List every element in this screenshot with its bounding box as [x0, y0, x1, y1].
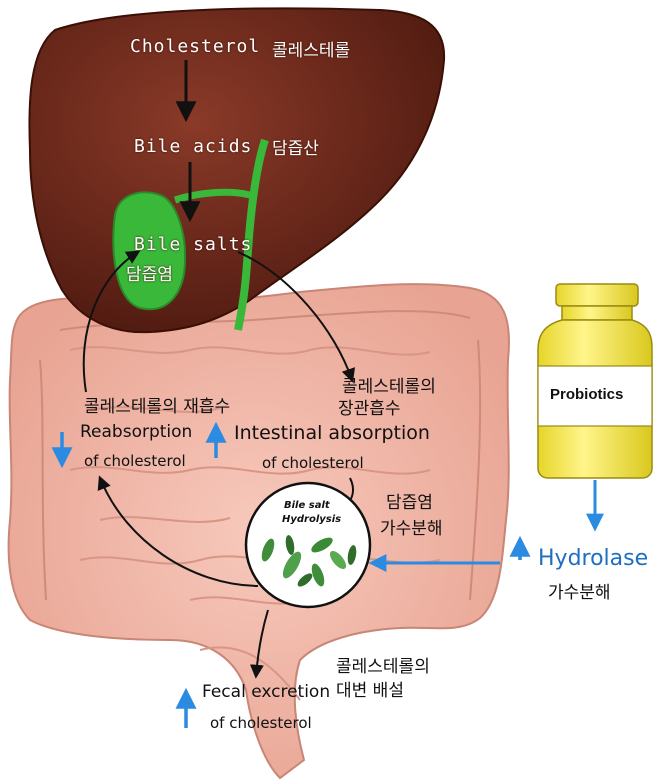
reabsorption-kr-label: 콜레스테롤의 재흡수 — [84, 397, 231, 417]
probiotics-label: Probiotics — [550, 386, 624, 403]
fecal-kr-label-line2: 대변 배설 — [336, 681, 404, 701]
bsh-label-line2: Hydrolysis — [282, 514, 342, 525]
fecal-label-line2: of cholesterol — [210, 714, 312, 732]
bile-salts-kr-label: 담즙염 — [126, 265, 173, 285]
intestinal-label-line1: Intestinal absorption — [234, 422, 430, 444]
bile-acids-label: Bile acids — [134, 136, 253, 157]
fecal-kr-label-line1: 콜레스테롤의 — [336, 657, 430, 677]
gallbladder — [112, 138, 269, 331]
cholesterol-kr-label: 콜레스테롤 — [272, 41, 351, 61]
bsh-label-line1: Bile salt — [284, 500, 330, 511]
fecal-label-line1: Fecal excretion — [202, 682, 331, 702]
arrow-bilesalts-down — [237, 251, 356, 383]
reabsorption-label-line2: of cholesterol — [84, 452, 186, 470]
intestinal-label-line2: of cholesterol — [262, 454, 364, 472]
hydrolase-kr-label: 가수분해 — [548, 583, 611, 603]
bsh-circle — [244, 481, 372, 609]
arrow-to-reabsorption — [97, 475, 259, 587]
cholesterol-label: Cholesterol — [130, 36, 261, 57]
bsh-kr-label-line2: 가수분해 — [380, 519, 443, 539]
probiotics-bottle — [537, 283, 653, 479]
hydrolase-label: Hydrolase — [538, 546, 649, 571]
intestinal-kr-label-line1: 콜레스테롤의 — [342, 377, 436, 397]
intestinal-kr-label-line2: 장관흡수 — [338, 399, 401, 419]
arrow-to-fecal — [249, 609, 269, 679]
reabsorption-label-line1: Reabsorption — [80, 422, 193, 442]
bile-salts-label: Bile salts — [134, 234, 253, 255]
bile-acids-kr-label: 담즙산 — [272, 139, 319, 159]
arrow-reabsorption-loop — [82, 250, 141, 393]
bsh-kr-label-line1: 담즙염 — [386, 493, 433, 513]
